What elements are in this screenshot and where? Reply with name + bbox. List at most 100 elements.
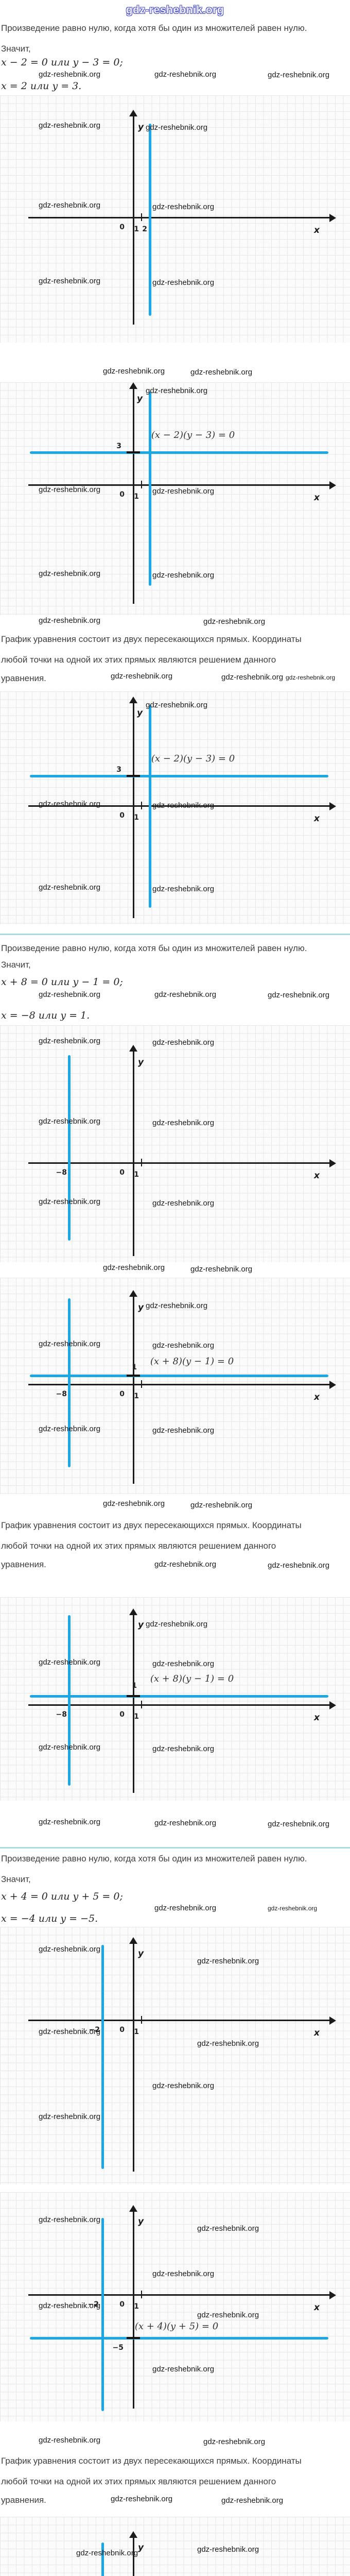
watermark-text: gdz-reshebnik.org [146, 1301, 208, 1310]
watermark-text: gdz-reshebnik.org [39, 201, 101, 210]
watermark-text: gdz-reshebnik.org [39, 1658, 101, 1667]
watermark-text: gdz-reshebnik.org [152, 1199, 215, 1208]
watermark-text: gdz-reshebnik.org [268, 1561, 330, 1570]
x-axis-arrowhead [329, 1701, 336, 1709]
y-axis-label: y [137, 708, 143, 718]
y-axis-arrowhead [129, 110, 137, 116]
watermark-text: gdz-reshebnik.org [39, 485, 101, 494]
horizontal-line-y3 [30, 775, 328, 777]
watermark-text: gdz-reshebnik.org [146, 123, 208, 132]
explanation-line: уравнения. [1, 1560, 46, 1569]
vertical-line-x-4 [101, 2218, 104, 2411]
x-axis-arrowhead [329, 214, 336, 222]
curve-label: (x − 2)(y − 3) = 0 [151, 430, 235, 440]
y-tick-mark [127, 775, 140, 777]
watermark-text: gdz-reshebnik.org [39, 2436, 101, 2445]
watermark-text: gdz-reshebnik.org [39, 2215, 101, 2224]
y-axis-label: y [138, 1620, 144, 1630]
watermark-text: gdz-reshebnik.org [39, 800, 101, 808]
tick-label: −2 [89, 2026, 100, 2034]
tick-label: 1 [134, 814, 139, 822]
watermark-text: gdz-reshebnik.org [154, 1560, 217, 1569]
y-tick-mark [127, 451, 140, 453]
product-rule-text-v: Произведение равно нулю, когда хотя бы о… [1, 1854, 307, 1863]
explanation-line: График уравнения состоит из двух пересек… [1, 634, 302, 644]
x-axis [28, 217, 329, 218]
x-axis [28, 1162, 329, 1164]
y-axis-label: y [138, 1057, 144, 1067]
equation-step2-v: x = −4 или y = −5. [1, 1913, 98, 1924]
y-axis-label: y [138, 1948, 144, 1959]
tick-label: 0 [119, 1710, 125, 1719]
watermark-text: gdz-reshebnik.org [268, 71, 330, 79]
tick-label: −8 [56, 1390, 67, 1398]
y-axis-arrowhead [129, 1290, 137, 1297]
x-axis-arrowhead [329, 802, 336, 810]
curve-label: (x − 2)(y − 3) = 0 [151, 753, 235, 764]
y-axis-arrowhead [129, 1608, 137, 1615]
watermark-text: gdz-reshebnik.org [76, 2549, 138, 2557]
y-tick-label: 3 [116, 442, 121, 450]
watermark-text: gdz-reshebnik.org [39, 1340, 101, 1348]
watermark-text: gdz-reshebnik.org [39, 1037, 101, 1045]
watermark-text: gdz-reshebnik.org [39, 70, 101, 79]
watermark-text: gdz-reshebnik.org [39, 616, 101, 625]
y-axis-label: y [138, 2543, 144, 2553]
tick-mark [141, 2016, 142, 2024]
therefore-text-v: Значит, [1, 1874, 31, 1884]
graph-v-second: y x −2 0 1 (x + 4)(y + 5) = 0 −5 [0, 2192, 350, 2421]
explanation-line: любой точки на одной их этих прямых явля… [1, 1541, 276, 1551]
watermark-text: gdz-reshebnik.org [152, 801, 215, 810]
watermark-text: gdz-reshebnik.org [39, 1117, 101, 1126]
x-axis-arrowhead [329, 2016, 336, 2025]
x-axis-label: x [314, 1171, 320, 1181]
y-axis-label: y [138, 122, 144, 132]
y-tick-label: 3 [116, 766, 121, 774]
graph-v-first: y x −2 0 1 [0, 1927, 350, 2184]
watermark-text: gdz-reshebnik.org [152, 1744, 215, 1753]
site-header-watermark: gdz-reshebnik.org [126, 4, 224, 16]
x-axis-arrowhead [329, 1381, 336, 1389]
x-axis [28, 2294, 329, 2296]
vertical-line-x2 [149, 124, 151, 316]
y-tick-label: 1 [132, 1363, 137, 1371]
tick-label: 0 [119, 811, 125, 820]
x-axis [28, 805, 329, 807]
y-axis-arrowhead [129, 2531, 137, 2538]
y-tick-mark [127, 2337, 140, 2339]
equation-step2-a: x = 2 или y = 3. [1, 80, 82, 92]
watermark-text: gdz-reshebnik.org [39, 1197, 101, 1206]
watermark-text: gdz-reshebnik.org [154, 70, 217, 79]
tick-label: 0 [119, 2026, 125, 2034]
y-axis [133, 2537, 134, 2576]
x-axis [28, 484, 329, 486]
tick-mark [141, 213, 142, 221]
x-axis [28, 1384, 329, 1385]
tick-label: 1 [134, 2302, 139, 2311]
equation-step1-b: x + 8 = 0 или y − 1 = 0; [1, 976, 123, 988]
graph-b-second: y (x + 8)(y − 1) = 0 1 x −8 0 1 [0, 1278, 350, 1494]
y-axis [133, 1051, 134, 1256]
y-tick-label: −5 [112, 2344, 124, 2352]
x-axis [28, 1704, 329, 1706]
y-axis [133, 1943, 134, 2172]
tick-label: 0 [119, 1168, 125, 1177]
tick-label: 0 [119, 223, 125, 231]
x-axis-label: x [314, 1392, 320, 1402]
horizontal-line-y-5 [30, 2337, 328, 2340]
watermark-text: gdz-reshebnik.org [221, 673, 284, 682]
watermark-text: gdz-reshebnik.org [39, 2301, 101, 2310]
watermark-text: gdz-reshebnik.org [154, 1819, 217, 1827]
tick-label: 1 [134, 2028, 139, 2036]
y-axis [133, 2211, 134, 2409]
y-axis [133, 1615, 134, 1793]
tick-label: 1 [134, 225, 139, 233]
tick-label: 0 [119, 2300, 125, 2309]
x-axis-label: x [314, 2302, 320, 2313]
x-axis-arrowhead [329, 2291, 336, 2299]
horizontal-line-y1 [30, 1695, 328, 1698]
watermark-text: gdz-reshebnik.org [39, 1945, 101, 1954]
y-axis-label: y [138, 2216, 144, 2227]
graph-a-first: y x 0 1 2 [0, 95, 350, 343]
watermark-text: gdz-reshebnik.org [39, 569, 101, 578]
